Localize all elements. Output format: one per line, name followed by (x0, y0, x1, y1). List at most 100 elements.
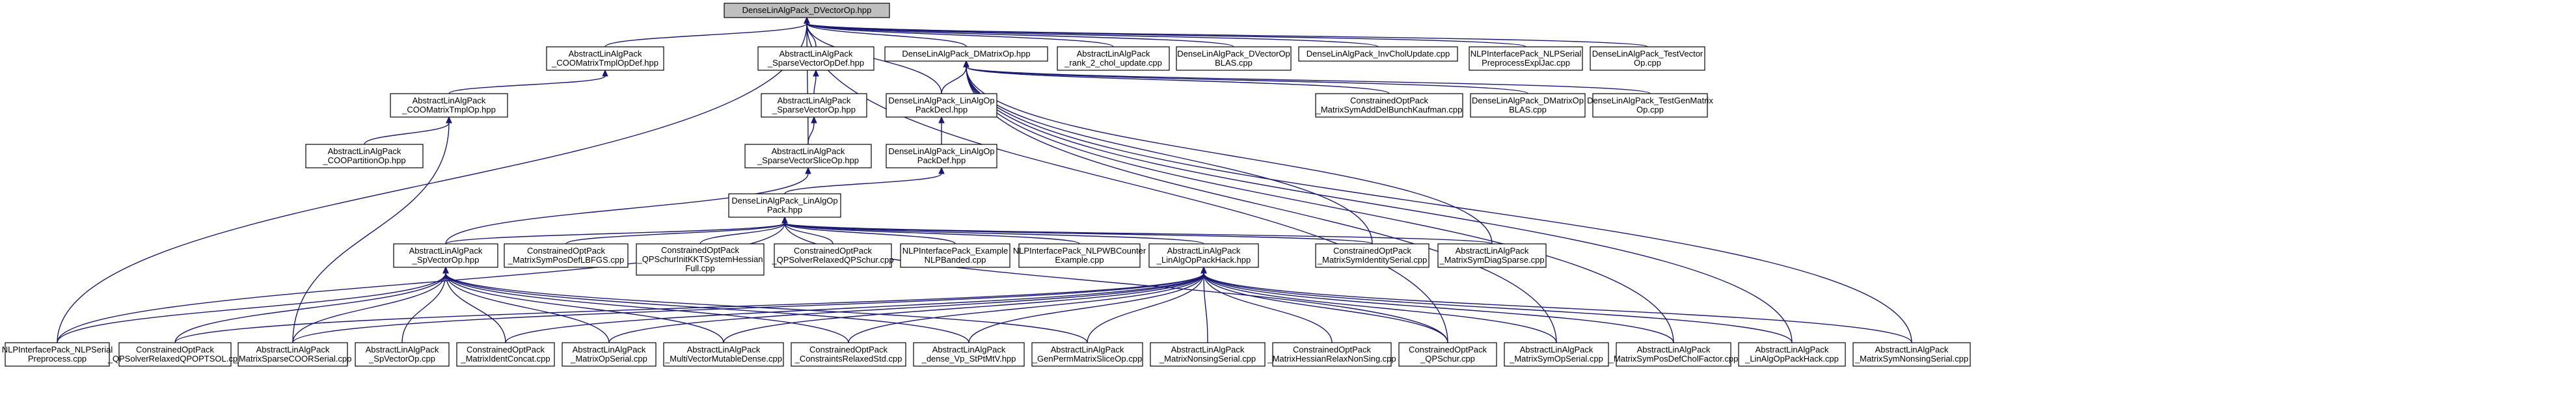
node-sparsevectoropdef[interactable]: AbstractLinAlgPack_SparseVectorOpDef.hpp (757, 46, 874, 71)
node-label-line: AbstractLinAlgPack (1520, 345, 1593, 354)
node-box (886, 93, 997, 118)
node-qpsolverrelaxedqpschur[interactable]: ConstrainedOptPack_QPSolverRelaxedQPSchu… (771, 243, 894, 268)
node-coopartitionop[interactable]: AbstractLinAlgPack_COOPartitionOp.hpp (305, 144, 424, 168)
node-rank2chol[interactable]: AbstractLinAlgPack_rank_2_chol_update.cp… (1057, 46, 1170, 71)
node-linalgoppackhack_hpp[interactable]: AbstractLinAlgPack_LinAlgOpPackHack.hpp (1148, 243, 1259, 268)
node-invcholupdate[interactable]: DenseLinAlgPack_InvCholUpdate.cpp (1298, 46, 1458, 62)
node-label-line: ConstrainedOptPack (794, 246, 872, 256)
node-box (744, 144, 872, 168)
node-label-line: AbstractLinAlgPack (1756, 345, 1829, 354)
node-box (636, 243, 765, 276)
node-box (390, 93, 508, 118)
node-symidentityserial[interactable]: ConstrainedOptPack_MatrixSymIdentitySeri… (1315, 243, 1430, 268)
node-label-line: ConstrainedOptPack (467, 345, 545, 354)
node-box (1150, 342, 1266, 367)
node-nlpserial_prep_expl[interactable]: NLPInterfacePack_NLPSerialPreprocessExpl… (1469, 46, 1583, 71)
node-matrixidentconcat[interactable]: ConstrainedOptPack_MatrixIdentConcat.cpp (456, 342, 555, 367)
node-symposdefcholfactor[interactable]: AbstractLinAlgPack_MatrixSymPosDefCholFa… (1608, 342, 1739, 367)
node-box (393, 243, 498, 268)
node-label-line: _SparseVectorOp.hpp (772, 105, 856, 114)
node-box (546, 46, 664, 71)
node-sparsevectorop[interactable]: AbstractLinAlgPack_SparseVectorOp.hpp (761, 93, 867, 118)
node-label-line: DenseLinAlgPack_LinAlgOp (888, 146, 994, 156)
node-label-line: _ConstraintsRelaxedStd.cpp (794, 354, 902, 364)
edge-sparsecoorserial-to-coomatrixtmplop (292, 116, 452, 343)
edge-coomatrixtmplop-to-coomatrixtmplopdef (448, 69, 608, 94)
node-box (305, 144, 424, 168)
edge-spvectorop_cpp-to-spvectorop (401, 266, 449, 343)
node-spvectorop_cpp[interactable]: AbstractLinAlgPack_SpVectorOp.cpp (355, 342, 450, 367)
edge-sparsevectorop-to-sparsevectoropdef (813, 69, 819, 94)
node-label-line: AbstractLinAlgPack (569, 49, 642, 59)
node-box (118, 342, 232, 367)
node-linalgoppack_hpp[interactable]: DenseLinAlgPack_LinAlgOpPack.hpp (728, 193, 841, 218)
node-label-line: BLAS.cpp (1509, 105, 1547, 114)
node-label-line: _MatrixSparseCOORSerial.cpp (234, 354, 352, 364)
node-label-line: PackDef.hpp (917, 155, 966, 165)
node-label-line: ConstrainedOptPack (1350, 96, 1428, 105)
node-label-line: NLPInterfacePack_NLPSerial (1471, 49, 1582, 59)
node-label-line: NLPInterfacePack_NLPSerial (2, 345, 113, 354)
node-label-line: _MatrixSymOpSerial.cpp (1509, 354, 1603, 364)
node-matrixsymopserial[interactable]: AbstractLinAlgPack_MatrixSymOpSerial.cpp (1504, 342, 1609, 367)
node-label-line: DenseLinAlgPack_InvCholUpdate.cpp (1307, 49, 1450, 59)
node-root[interactable]: DenseLinAlgPack_DVectorOp.hpp (724, 3, 890, 18)
node-label-line: PreprocessExplJac.cpp (1482, 58, 1570, 68)
node-symaddbunchkaufman[interactable]: ConstrainedOptPack_MatrixSymAddDelBunchK… (1315, 93, 1463, 118)
node-matrixnonsingserial[interactable]: AbstractLinAlgPack_MatrixNonsingSerial.c… (1150, 342, 1266, 367)
node-spvectorop[interactable]: AbstractLinAlgPack_SpVectorOp.hpp (393, 243, 498, 268)
node-qpsolverrelaxedqpoptsol[interactable]: ConstrainedOptPack_QPSolverRelaxedQPOPTS… (107, 342, 243, 367)
node-qpschur[interactable]: ConstrainedOptPack_QPSchur.cpp (1398, 342, 1497, 367)
node-label-line: AbstractLinAlgPack (256, 345, 330, 354)
node-box (1018, 243, 1141, 268)
node-constraintsrelaxedstd[interactable]: ConstrainedOptPack_ConstraintsRelaxedStd… (791, 342, 906, 367)
node-matrixopserial[interactable]: AbstractLinAlgPack_MatrixOpSerial.cpp (562, 342, 657, 367)
node-label-line: ConstrainedOptPack (527, 246, 605, 256)
node-coomatrixtmplop[interactable]: AbstractLinAlgPack_COOMatrixTmplOp.hpp (390, 93, 508, 118)
node-densevpstpmv[interactable]: AbstractLinAlgPack_dense_Vp_StPtMtV.hpp (913, 342, 1025, 367)
node-box (663, 342, 784, 367)
node-box (504, 243, 629, 268)
node-label-line: _MatrixSymPosDefLBFGS.cpp (508, 255, 624, 265)
node-label-line: AbstractLinAlgPack (1051, 345, 1124, 354)
edge-qpschur-to-root (804, 16, 1448, 343)
edge-qpschur-to-linalgoppackhack_hpp (1200, 266, 1448, 343)
node-dmatrixop_hpp[interactable]: DenseLinAlgPack_DMatrixOp.hpp (884, 46, 1048, 62)
node-label-line: AbstractLinAlgPack (778, 96, 851, 105)
node-box (1592, 93, 1708, 118)
node-label-line: _QPSchurInitKKTSystemHessian (637, 254, 763, 264)
node-sparsecoorserial[interactable]: AbstractLinAlgPack_MatrixSparseCOORSeria… (234, 342, 352, 367)
edge-constraintsrelaxedstd-to-linalgoppackhack_hpp (848, 266, 1207, 343)
node-label-line: _QPSolverRelaxedQPOPTSOL.cpp (107, 354, 243, 364)
node-label-line: AbstractLinAlgPack (687, 345, 761, 354)
node-sparsevectorsliceop[interactable]: AbstractLinAlgPack_SparseVectorSliceOp.h… (744, 144, 872, 168)
edge-possdeflbfgs-to-linalgoppack_hpp (565, 216, 788, 245)
node-symnonsingserial[interactable]: AbstractLinAlgPack_MatrixSymNonsingSeria… (1852, 342, 1971, 367)
node-qpschurinitkkt[interactable]: ConstrainedOptPack_QPSchurInitKKTSystemH… (636, 243, 765, 276)
node-hessianrelaxnonsing[interactable]: ConstrainedOptPack_MatrixHessianRelaxNon… (1267, 342, 1396, 367)
node-symdiagsparse[interactable]: AbstractLinAlgPack_MatrixSymDiagSparse.c… (1437, 243, 1547, 268)
node-box (886, 144, 997, 168)
node-possdeflbfgs[interactable]: ConstrainedOptPack_MatrixSymPosDefLBFGS.… (504, 243, 629, 268)
node-label-line: AbstractLinAlgPack (328, 146, 401, 156)
node-label-line: ConstrainedOptPack (136, 345, 214, 354)
node-coomatrixtmplopdef[interactable]: AbstractLinAlgPack_COOMatrixTmplOpDef.hp… (546, 46, 664, 71)
node-label-line: AbstractLinAlgPack (413, 96, 486, 105)
node-label-line: _MatrixSymNonsingSerial.cpp (1854, 354, 1968, 364)
node-label-line: _COOPartitionOp.hpp (322, 155, 405, 165)
node-multivectormutable[interactable]: AbstractLinAlgPack_MultiVectorMutableDen… (663, 342, 784, 367)
node-linalgoppackhack_cpp[interactable]: AbstractLinAlgPack_LinAlgOpPackHack.cpp (1738, 342, 1846, 367)
node-label-line: _rank_2_chol_update.cpp (1064, 58, 1162, 68)
node-box (900, 243, 1010, 268)
node-box (1852, 342, 1971, 367)
node-genpermmatrixslice[interactable]: AbstractLinAlgPack_GenPermMatrixSliceOp.… (1031, 342, 1143, 367)
